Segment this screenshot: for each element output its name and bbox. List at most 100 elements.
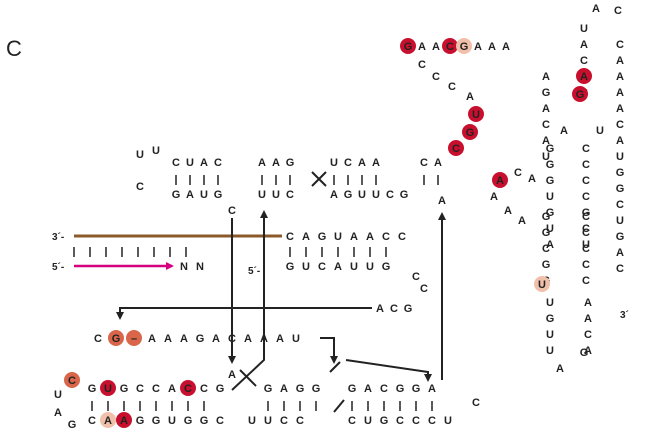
rs-base-right-0: A [584, 297, 592, 309]
stem-c2: C [420, 283, 428, 295]
row-aaag-3: G [196, 333, 205, 345]
hp-c1: C [418, 59, 426, 71]
long-hairpin-upper-6: A [488, 41, 496, 53]
arrow-a-to-gacgg [345, 359, 432, 382]
rs-left-top-1: A [580, 39, 588, 51]
bottom-lower-c-5: C [428, 415, 436, 427]
long-hairpin-upper-4: G [460, 41, 469, 53]
rs-right-4: A [616, 103, 624, 115]
bottom-gu-1-highlight [100, 380, 116, 396]
top-lower-a-3: G [214, 189, 223, 201]
top-upper-b-1: A [272, 157, 280, 169]
bottom-upper-b-1: A [280, 383, 288, 395]
row-aaag-9: U [292, 333, 300, 345]
rs-lower-right-4: G [582, 207, 591, 219]
bottom-u: U [54, 389, 62, 401]
long-hairpin-upper-0: G [404, 41, 413, 53]
hp-g1-highlight [462, 124, 478, 140]
bottom-lower-b-0: U [248, 415, 256, 427]
cross-stroke-3 [333, 399, 345, 413]
rs-right-1: A [616, 55, 624, 67]
bottom-g: G [68, 419, 77, 431]
top-lower-a2: A [438, 195, 446, 207]
loop-acg-2: G [404, 303, 413, 315]
nn-0: N [180, 261, 188, 273]
row-g: G [112, 333, 121, 345]
top-upper-c-0: U [330, 157, 338, 169]
long-hairpin-upper-4-highlight [456, 38, 472, 54]
rs-mid-1: G [542, 87, 551, 99]
three-prime-right-label: 3´ [620, 310, 629, 321]
rs-lower-left-3: U [546, 191, 554, 203]
bottom-upper-c-0: G [348, 383, 357, 395]
bottom-upper-a-1: C [136, 383, 144, 395]
row-aaag-1: A [164, 333, 172, 345]
rs-a-left: A [528, 173, 536, 185]
top-acg-arrow [116, 307, 372, 320]
stem-a-6: G [382, 261, 391, 273]
top-lower-b-0: U [258, 189, 266, 201]
rs-mid-2: A [542, 103, 550, 115]
brown-strand-6: C [382, 231, 390, 243]
bottom-c-end: C [472, 397, 480, 409]
rs-stack-left-3: G [542, 259, 551, 271]
top-c-drop: C [228, 205, 236, 217]
top-upper-a-1: U [186, 157, 194, 169]
bottom-a: A [54, 407, 62, 419]
rs-lower-right-6: U [582, 239, 590, 251]
rs-right-10: C [616, 199, 624, 211]
five-prime-left-label: 5´- [52, 262, 64, 273]
row-dash-highlight [126, 330, 142, 346]
rs-lower-right-1: C [582, 159, 590, 171]
rs-stack-right-0: C [582, 211, 590, 223]
rs-stack-right-1: C [582, 227, 590, 239]
top-upper-d-0: C [420, 157, 428, 169]
brown-strand-4: A [350, 231, 358, 243]
top-lower-c-3: U [372, 189, 380, 201]
bottom-lower-a-1: A [104, 415, 112, 427]
rs-mid-0: A [542, 71, 550, 83]
cross-stroke-1 [239, 369, 257, 387]
top-upper-b-2: G [286, 157, 295, 169]
rs-u-x: U [596, 125, 604, 137]
rs-stack-right-4: C [582, 275, 590, 287]
rs-right-3: A [616, 87, 624, 99]
hp-c4-highlight [448, 140, 464, 156]
bottom-lower-a-2-highlight [116, 412, 132, 428]
rs-a-hl-highlight [492, 172, 508, 188]
rs-g-hl-highlight [572, 86, 588, 102]
bottom-upper-a-4-highlight [180, 380, 196, 396]
bottom-upper-a-0: G [120, 383, 129, 395]
row-g-highlight [108, 330, 124, 346]
rs-lower-left-4: G [546, 207, 555, 219]
top-lower-c-5: G [400, 189, 409, 201]
rs-mid-4: A [542, 135, 550, 147]
rs-a-d2: A [504, 205, 512, 217]
bottom-upper-b-0: G [264, 383, 273, 395]
bottom-lower-a-1-highlight [100, 412, 116, 428]
top-upper-c-1: C [344, 157, 352, 169]
top-lower-c-0: A [330, 189, 338, 201]
row-aaag-2: A [180, 333, 188, 345]
rs-lower-right-2: C [582, 175, 590, 187]
bottom-a-cross: A [228, 369, 236, 381]
hp-g1: G [466, 127, 475, 139]
brown-strand-0: C [286, 231, 294, 243]
bottom-upper-c-4: G [412, 383, 421, 395]
rs-base-left-1: G [546, 313, 555, 325]
brown-strand-3: U [334, 231, 342, 243]
bottom-gu-0: G [88, 383, 97, 395]
top-upper-a-0: C [172, 157, 180, 169]
nn-1: N [196, 261, 204, 273]
stem-a-5: U [366, 261, 374, 273]
rs-right-13: A [616, 247, 624, 259]
labels: 3´- 5´- 5´- 3´ [52, 232, 629, 321]
rs-a-hl: A [496, 175, 504, 187]
rs-a-d3: A [518, 215, 526, 227]
brown-strand-2: G [318, 231, 327, 243]
brown-strand-5: A [366, 231, 374, 243]
top-upper-b-0: A [258, 157, 266, 169]
rs-lower-left-2: G [546, 175, 555, 187]
top-upper-c-2: A [358, 157, 366, 169]
